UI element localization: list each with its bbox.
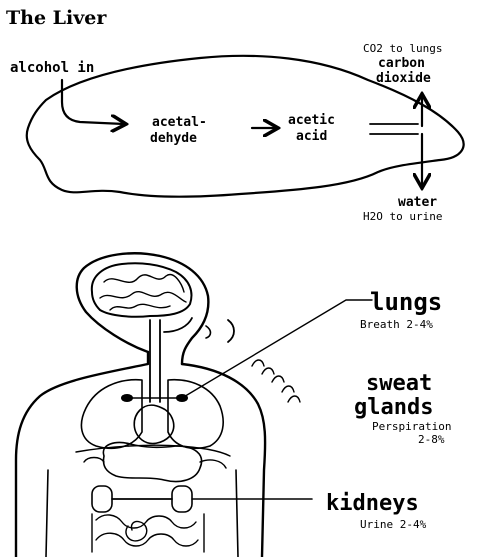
breath-mark-small: [206, 326, 211, 338]
water-destination-note: H2O to urine: [363, 210, 442, 223]
acetic-acid-label-line2: acid: [296, 129, 327, 144]
acetaldehyde-label-line1: acetal-: [152, 115, 207, 130]
carbon-dioxide-label-line1: carbon: [378, 56, 425, 71]
throat-curve: [164, 318, 192, 332]
left-kidney: [92, 486, 112, 512]
carbon-dioxide-label-line2: dioxide: [376, 71, 431, 86]
left-lung: [81, 380, 142, 449]
intestines: [92, 514, 204, 552]
right-arm-line: [236, 470, 238, 557]
sweat-drops: [252, 360, 300, 402]
lungs-label: lungs: [370, 288, 442, 316]
sweat-label-line1: sweat: [366, 371, 432, 396]
sweat-detail-line1: Perspiration: [372, 420, 451, 433]
alcohol-in-label: alcohol in: [10, 60, 94, 76]
lungs-pointer-line: [182, 300, 372, 398]
lungs-detail: Breath 2-4%: [360, 318, 433, 331]
diagram-title: The Liver: [6, 7, 107, 29]
right-kidney: [172, 486, 192, 512]
brain: [92, 263, 192, 316]
acetaldehyde-label-line2: dehyde: [150, 131, 197, 146]
left-arm-line: [46, 470, 48, 557]
kidneys-label: kidneys: [326, 491, 419, 516]
breath-mark: [228, 320, 234, 342]
water-label: water: [398, 195, 437, 210]
body-figure: [16, 253, 300, 557]
acetic-outflow-lines: [370, 124, 418, 134]
esophagus: [150, 320, 160, 402]
head-outline: [77, 253, 209, 364]
sweat-detail-line2: 2-8%: [418, 433, 445, 446]
sweat-label-line2: glands: [354, 395, 433, 420]
kidneys-detail: Urine 2-4%: [360, 518, 427, 531]
co2-destination-note: CO2 to lungs: [363, 42, 442, 55]
torso-outline-right: [182, 364, 265, 557]
acetic-acid-label-line1: acetic: [288, 113, 335, 128]
